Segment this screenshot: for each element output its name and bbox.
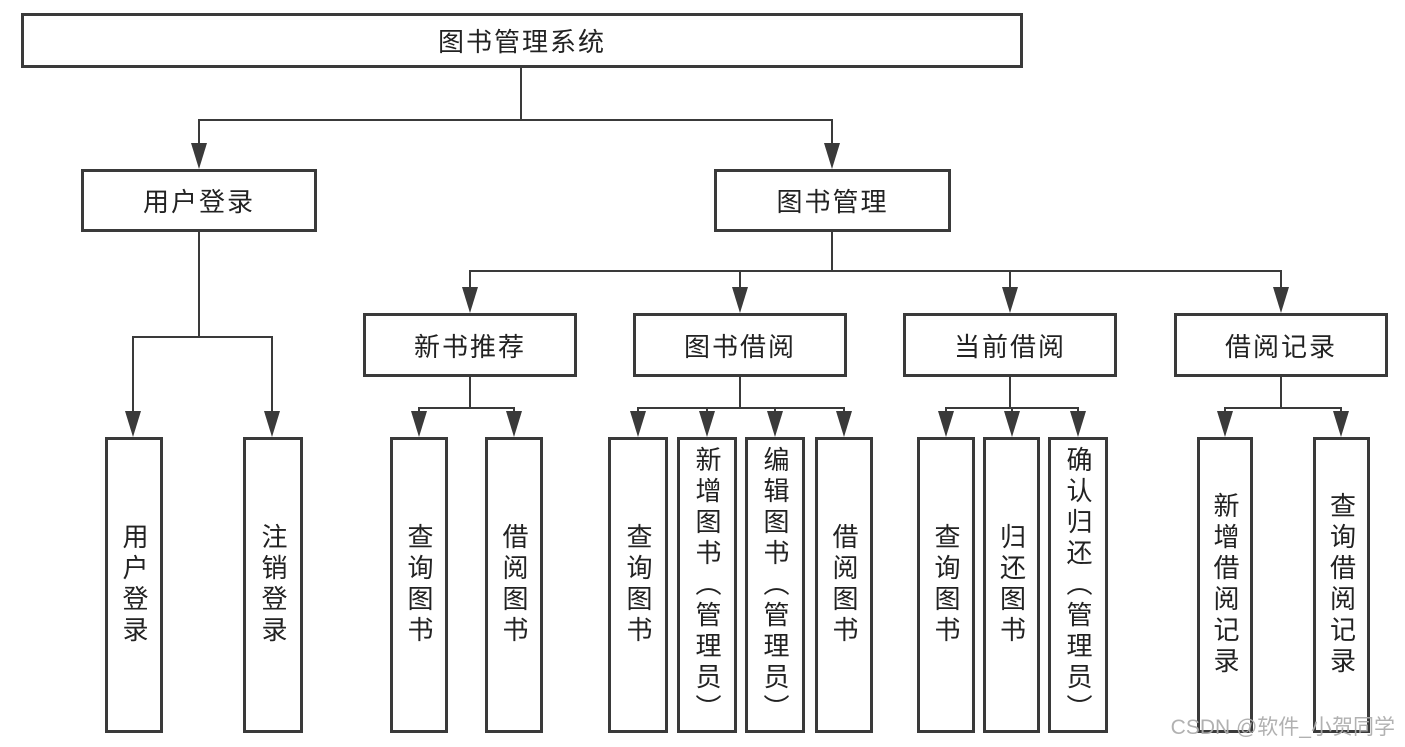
- leaf-borrow-books-recommend: 借阅图书: [485, 437, 543, 733]
- node-current-borrowing: 当前借阅: [903, 313, 1117, 377]
- arrowhead-down-icon: [191, 143, 207, 169]
- node-new-book-recommend: 新书推荐: [363, 313, 577, 377]
- connector-line: [132, 336, 134, 413]
- connector-line: [1280, 270, 1282, 289]
- leaf-query-books-current: 查询图书: [917, 437, 975, 733]
- connector-line: [706, 407, 708, 414]
- connector-line: [637, 407, 845, 409]
- connector-line: [132, 336, 273, 338]
- connector-line: [513, 407, 515, 414]
- arrowhead-down-icon: [264, 411, 280, 437]
- arrowhead-down-icon: [1004, 411, 1020, 437]
- connector-line: [739, 270, 741, 289]
- connector-line: [1009, 270, 1011, 289]
- leaf-query-books-recommend-label: 查询图书: [404, 523, 434, 647]
- connector-line: [1009, 377, 1011, 407]
- arrowhead-down-icon: [1333, 411, 1349, 437]
- node-book-borrowing: 图书借阅: [633, 313, 847, 377]
- node-book-management: 图书管理: [714, 169, 951, 232]
- leaf-user-login: 用户登录: [105, 437, 163, 733]
- leaf-edit-book-admin: 编辑图书（管理员）: [745, 437, 805, 733]
- leaf-logout: 注销登录: [243, 437, 303, 733]
- node-user-login-label: 用户登录: [142, 187, 255, 217]
- arrowhead-down-icon: [506, 411, 522, 437]
- connector-line: [1340, 407, 1342, 414]
- leaf-query-books-borrowing-label: 查询图书: [623, 523, 653, 647]
- leaf-add-borrow-record-label: 新增借阅记录: [1210, 492, 1240, 678]
- node-book-management-label: 图书管理: [776, 187, 889, 217]
- connector-line: [198, 119, 833, 121]
- leaf-add-book-admin-label: 新增图书（管理员）: [692, 445, 722, 725]
- leaf-confirm-return-admin: 确认归还（管理员）: [1048, 437, 1108, 733]
- arrowhead-down-icon: [630, 411, 646, 437]
- arrowhead-down-icon: [1217, 411, 1233, 437]
- leaf-query-books-current-label: 查询图书: [931, 523, 961, 647]
- connector-line: [271, 336, 273, 413]
- connector-line: [469, 377, 471, 407]
- leaf-borrow-books-borrowing-label: 借阅图书: [829, 523, 859, 647]
- connector-line: [1224, 407, 1342, 409]
- node-current-borrowing-label: 当前借阅: [953, 331, 1066, 362]
- arrowhead-down-icon: [732, 287, 748, 313]
- watermark: CSDN @软件_小贺同学: [1170, 716, 1395, 739]
- leaf-return-books: 归还图书: [983, 437, 1040, 733]
- leaf-query-books-recommend: 查询图书: [390, 437, 448, 733]
- connector-line: [831, 232, 833, 270]
- connector-line: [418, 407, 420, 414]
- leaf-logout-label: 注销登录: [258, 523, 288, 647]
- connector-line: [1280, 377, 1282, 407]
- arrowhead-down-icon: [699, 411, 715, 437]
- connector-line: [1011, 407, 1013, 414]
- arrowhead-down-icon: [462, 287, 478, 313]
- arrowhead-down-icon: [1070, 411, 1086, 437]
- connector-line: [520, 68, 522, 119]
- leaf-return-books-label: 归还图书: [996, 523, 1027, 647]
- node-root: 图书管理系统: [21, 13, 1023, 68]
- connector-line: [469, 270, 1282, 272]
- leaf-confirm-return-admin-label: 确认归还（管理员）: [1063, 445, 1093, 725]
- arrowhead-down-icon: [938, 411, 954, 437]
- leaf-query-borrow-record: 查询借阅记录: [1313, 437, 1370, 733]
- node-user-login: 用户登录: [81, 169, 317, 232]
- connector-line: [945, 407, 947, 414]
- arrowhead-down-icon: [411, 411, 427, 437]
- connector-line: [739, 377, 741, 407]
- node-borrowing-records: 借阅记录: [1174, 313, 1388, 377]
- connector-line: [198, 119, 200, 146]
- arrowhead-down-icon: [836, 411, 852, 437]
- arrowhead-down-icon: [125, 411, 141, 437]
- leaf-user-login-label: 用户登录: [119, 523, 149, 647]
- connector-line: [637, 407, 639, 414]
- node-book-borrowing-label: 图书借阅: [683, 331, 796, 362]
- arrowhead-down-icon: [767, 411, 783, 437]
- leaf-add-borrow-record: 新增借阅记录: [1197, 437, 1253, 733]
- leaf-borrow-books-recommend-label: 借阅图书: [499, 523, 529, 647]
- connector-line: [774, 407, 776, 414]
- connector-line: [418, 407, 515, 409]
- connector-line: [1224, 407, 1226, 414]
- arrowhead-down-icon: [824, 143, 840, 169]
- arrowhead-down-icon: [1002, 287, 1018, 313]
- connector-line: [831, 119, 833, 146]
- connector-line: [1077, 407, 1079, 414]
- node-root-label: 图书管理系统: [437, 27, 606, 57]
- leaf-add-book-admin: 新增图书（管理员）: [677, 437, 737, 733]
- connector-line: [469, 270, 471, 289]
- leaf-edit-book-admin-label: 编辑图书（管理员）: [760, 445, 790, 725]
- arrowhead-down-icon: [1273, 287, 1289, 313]
- node-new-book-recommend-label: 新书推荐: [413, 331, 526, 362]
- connector-line: [843, 407, 845, 414]
- node-borrowing-records-label: 借阅记录: [1224, 331, 1337, 362]
- leaf-query-borrow-record-label: 查询借阅记录: [1326, 492, 1357, 678]
- leaf-borrow-books-borrowing: 借阅图书: [815, 437, 873, 733]
- connector-line: [198, 232, 200, 336]
- leaf-query-books-borrowing: 查询图书: [608, 437, 668, 733]
